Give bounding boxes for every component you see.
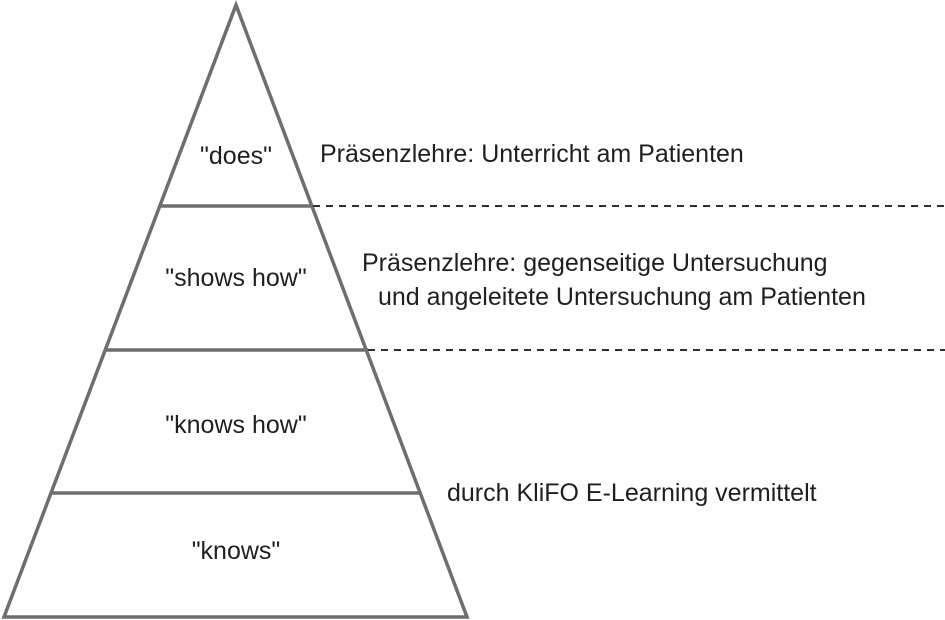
annotation-shows-how-line1: Präsenzlehre: gegenseitige Untersuchung (362, 249, 828, 277)
annotation-does: Präsenzlehre: Unterricht am Patienten (320, 140, 744, 168)
pyramid-outline (1, 0, 470, 619)
annotation-shows-how-line2: und angeleitete Untersuchung am Patiente… (378, 283, 866, 311)
level-label-does: "does" (200, 142, 272, 170)
level-label-knows-how: "knows how" (165, 411, 306, 439)
annotation-knows: durch KliFO E-Learning vermittelt (447, 479, 817, 507)
level-label-knows: "knows" (192, 537, 281, 565)
level-label-shows-how: "shows how" (165, 264, 306, 292)
